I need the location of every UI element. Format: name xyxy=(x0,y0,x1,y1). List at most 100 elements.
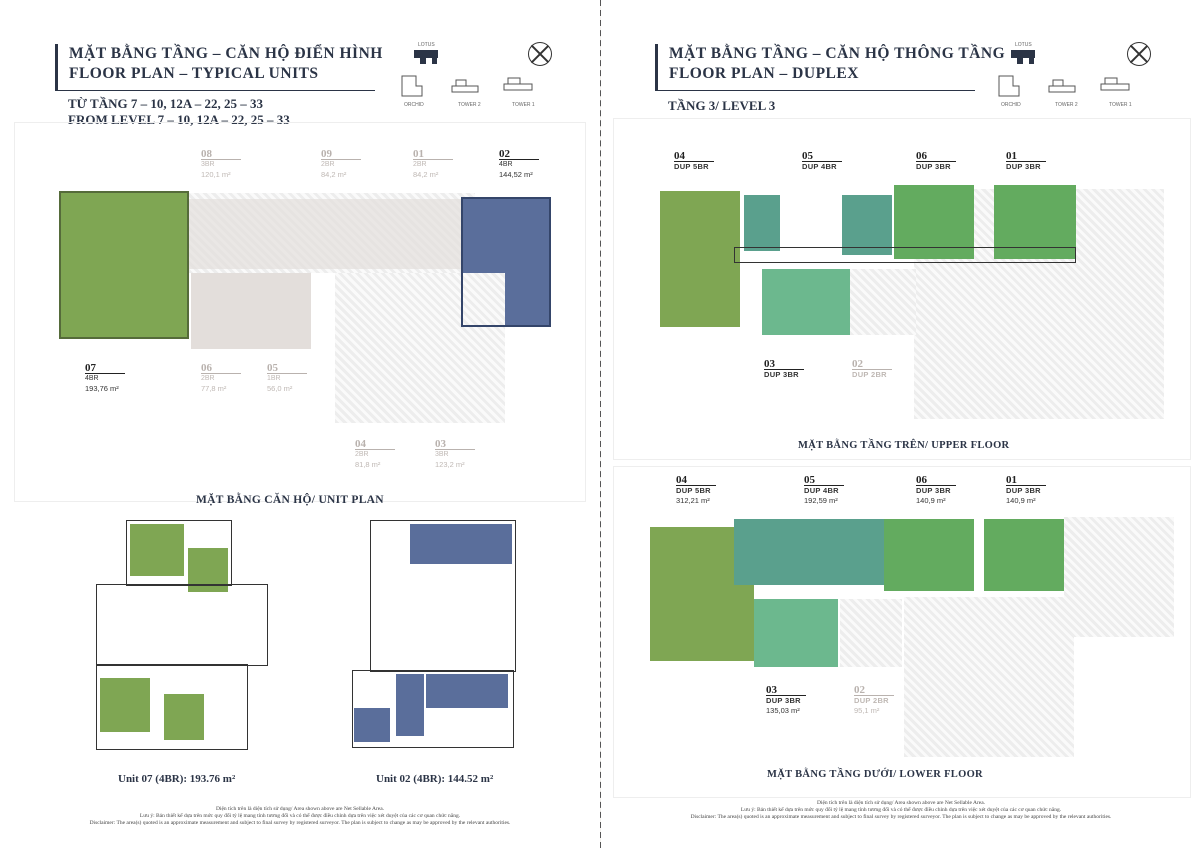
upper-unit-03 xyxy=(762,269,852,335)
unit-plan-caption: MẶT BẰNG CĂN HỘ/ UNIT PLAN xyxy=(196,494,384,506)
unit-02-bedroom-3 xyxy=(396,674,424,736)
upper-unit-05-part xyxy=(744,195,780,251)
unit-07-upper-outline xyxy=(126,520,232,586)
title-en: FLOOR PLAN – TYPICAL UNITS xyxy=(69,65,319,82)
unit-02-bedroom-2 xyxy=(460,524,512,564)
lower-unit-05 xyxy=(734,519,884,585)
keymap-label-tower1: TOWER 1 xyxy=(1109,102,1132,108)
footer-area-note: Diện tích trên là diện tích sử dụng/ Are… xyxy=(215,806,385,812)
footer-note-vi: Lưu ý: Bản thiết kế dựa trên mức quy đổi… xyxy=(740,807,1062,813)
unit-07-bedroom-4 xyxy=(164,694,204,740)
unit-07-caption: Unit 07 (4BR): 193.76 m² xyxy=(118,773,236,785)
title-accent-bar xyxy=(55,44,58,90)
unit-07-highlight xyxy=(59,191,189,339)
unit-02-lower-outline xyxy=(352,670,514,748)
unit-07-lower-outline xyxy=(96,664,248,750)
footer-disclaimer: Disclaimer: The area(s) quoted is an app… xyxy=(690,814,1112,820)
unit-02-bedroom-5 xyxy=(354,708,390,742)
title-accent-bar xyxy=(655,44,658,90)
page-title: MẶT BẰNG TẦNG – CĂN HỘ THÔNG TẦNG FLOOR … xyxy=(655,44,1035,84)
unit-02-plan xyxy=(350,518,520,754)
title-vi: MẶT BẰNG TẦNG – CĂN HỘ ĐIỂN HÌNH xyxy=(69,45,383,62)
site-keymap: LOTUS ORCHID TOWER 2 TOWER 1 xyxy=(993,40,1153,110)
upper-unit-02 xyxy=(850,269,916,335)
unit-07-outline xyxy=(59,191,189,339)
unit-07-living-outline xyxy=(96,584,268,666)
duplex-units-page: MẶT BẰNG TẦNG – CĂN HỘ THÔNG TẦNG FLOOR … xyxy=(601,0,1200,848)
footer-notes: Diện tích trên là diện tích sử dụng/ Are… xyxy=(0,806,600,827)
footer-note-vi: Lưu ý: Bản thiết kế dựa trên mức quy đổi… xyxy=(139,813,461,819)
upper-unit-06 xyxy=(894,185,974,259)
north-compass-icon xyxy=(528,42,552,66)
level-range: TỪ TẦNG 7 – 10, 12A – 22, 25 – 33 FROM L… xyxy=(68,96,290,128)
lower-unit-02 xyxy=(840,599,902,667)
keymap-label-tower2: TOWER 2 xyxy=(1055,102,1078,108)
unit-02-upper-outline xyxy=(370,520,516,672)
lower-floor-caption: MẶT BẰNG TẦNG DƯỚI/ LOWER FLOOR xyxy=(767,769,983,780)
unit-02-bedroom-1 xyxy=(410,524,460,564)
unit-07-bedroom-3 xyxy=(100,678,150,732)
site-keymap-drawing xyxy=(401,50,533,97)
title-en: FLOOR PLAN – DUPLEX xyxy=(669,65,859,82)
site-keymap-drawing xyxy=(998,50,1130,97)
title-rule xyxy=(55,90,375,91)
footer-notes: Diện tích trên là diện tích sử dụng/ Are… xyxy=(601,800,1200,821)
unit-07-plan xyxy=(60,518,300,754)
level-label: TẦNG 3/ LEVEL 3 xyxy=(668,98,776,113)
level-range-vi: TỪ TẦNG 7 – 10, 12A – 22, 25 – 33 xyxy=(68,96,264,111)
unit-07-bedroom-1 xyxy=(130,524,184,576)
title-rule xyxy=(655,90,975,91)
site-keymap: LOTUS ORCHID TOWER 2 TOWER 1 xyxy=(396,40,556,110)
upper-corridor-outline xyxy=(734,247,1076,263)
units-06-05-area xyxy=(191,273,311,349)
keymap-label-orchid: ORCHID xyxy=(404,102,424,108)
unit-02-outline xyxy=(461,197,551,327)
keymap-label-lotus: LOTUS xyxy=(1015,42,1032,48)
lower-unit-06 xyxy=(884,519,974,591)
upper-unit-04 xyxy=(660,191,740,327)
lower-floor-hatched-area-east xyxy=(1064,517,1174,637)
upper-floor-caption: MẶT BẰNG TẦNG TRÊN/ UPPER FLOOR xyxy=(798,440,1010,451)
keymap-label-orchid: ORCHID xyxy=(1001,102,1021,108)
keymap-label-lotus: LOTUS xyxy=(418,42,435,48)
upper-unit-01 xyxy=(994,185,1076,259)
keymap-label-tower1: TOWER 1 xyxy=(512,102,535,108)
units-08-09-01-area xyxy=(165,199,465,269)
north-compass-icon xyxy=(1127,42,1151,66)
unit-02-bedroom-4 xyxy=(426,674,508,708)
unit-02-caption: Unit 02 (4BR): 144.52 m² xyxy=(376,773,494,785)
typical-units-page: MẶT BẰNG TẦNG – CĂN HỘ ĐIỂN HÌNH FLOOR P… xyxy=(0,0,600,848)
lower-unit-01 xyxy=(984,519,1074,591)
title-vi: MẶT BẰNG TẦNG – CĂN HỘ THÔNG TẦNG xyxy=(669,45,1006,62)
footer-disclaimer: Disclaimer: The area(s) quoted is an app… xyxy=(89,820,511,826)
level-range-en: FROM LEVEL 7 – 10, 12A – 22, 25 – 33 xyxy=(68,112,290,127)
lower-unit-03 xyxy=(754,599,838,667)
page-title: MẶT BẰNG TẦNG – CĂN HỘ ĐIỂN HÌNH FLOOR P… xyxy=(55,44,435,84)
lower-floor-hatched-area xyxy=(904,597,1074,757)
footer-area-note: Diện tích trên là diện tích sử dụng/ Are… xyxy=(816,800,986,806)
